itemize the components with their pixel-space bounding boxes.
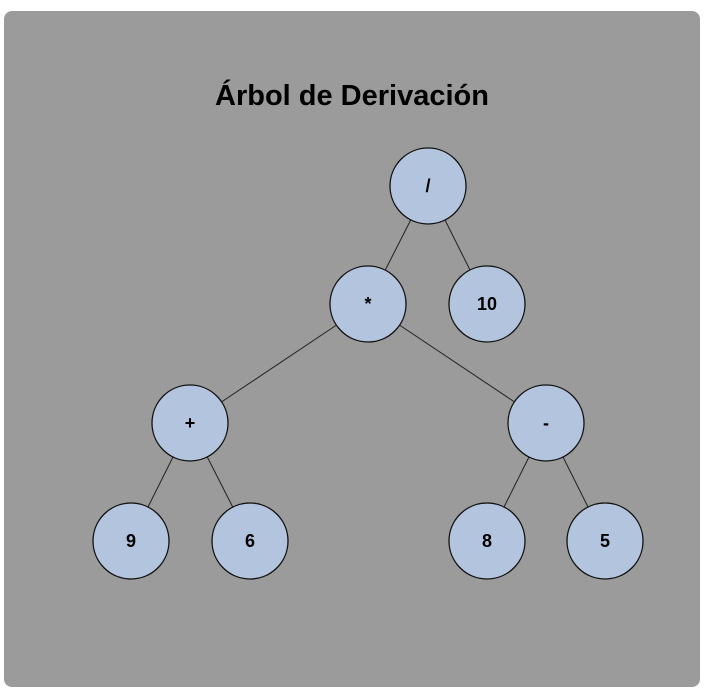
node-label-mul: * (364, 294, 371, 314)
node-label-six: 6 (245, 531, 255, 551)
tree-node-six: 6 (211, 502, 289, 580)
node-circle-plus (151, 384, 229, 462)
tree-node-div: / (389, 147, 467, 225)
tree-node-plus: + (151, 384, 229, 462)
node-label-ten: 10 (477, 294, 497, 314)
diagram-title: Árbol de Derivación (215, 80, 489, 112)
node-circle-nine (92, 502, 170, 580)
node-circle-eight (448, 502, 526, 580)
node-circle-five (566, 502, 644, 580)
tree-node-nine: 9 (92, 502, 170, 580)
node-circle-mul (329, 265, 407, 343)
node-circle-div (389, 147, 467, 225)
edge-plus-nine (147, 456, 174, 508)
node-circle-six (211, 502, 289, 580)
edge-minus-eight (503, 456, 530, 508)
tree-node-five: 5 (566, 502, 644, 580)
edge-mul-plus (221, 324, 337, 403)
tree-node-mul: * (329, 265, 407, 343)
node-label-minus: - (543, 413, 549, 433)
edge-plus-six (206, 456, 234, 508)
node-label-eight: 8 (482, 531, 492, 551)
edge-div-ten (444, 219, 471, 271)
node-label-div: / (425, 176, 430, 196)
node-label-nine: 9 (126, 531, 136, 551)
node-label-plus: + (185, 413, 196, 433)
tree-node-eight: 8 (448, 502, 526, 580)
edge-mul-minus (399, 324, 515, 403)
tree-edges (147, 219, 589, 508)
node-label-five: 5 (600, 531, 610, 551)
tree-node-minus: - (507, 384, 585, 462)
node-circle-minus (507, 384, 585, 462)
edge-minus-five (562, 456, 589, 508)
node-circle-ten (448, 265, 526, 343)
tree-nodes: / * 10 + - 9 6 8 5 (92, 147, 644, 580)
edge-div-mul (384, 219, 412, 271)
tree-node-ten: 10 (448, 265, 526, 343)
